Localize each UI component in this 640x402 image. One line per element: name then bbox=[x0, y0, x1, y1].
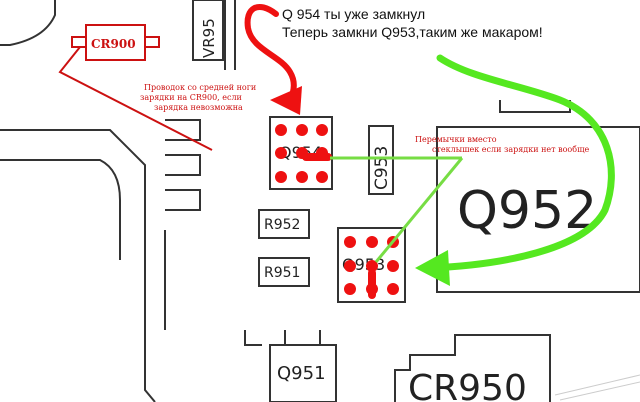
cr900-component: CR900 bbox=[71, 24, 160, 61]
r951-label: R951 bbox=[264, 265, 300, 281]
board-lines bbox=[164, 0, 262, 346]
cr900-note: Проводок со средней ноги зарядки на CR90… bbox=[140, 83, 259, 112]
red-arrow bbox=[244, 4, 297, 103]
cr900-wire bbox=[58, 46, 213, 151]
q953-package bbox=[337, 227, 406, 303]
cr950-label: CR950 bbox=[408, 368, 527, 402]
r952-box bbox=[258, 209, 310, 239]
green-arrow-head bbox=[415, 250, 450, 286]
green-lines bbox=[330, 156, 464, 263]
board-outline bbox=[0, 129, 156, 402]
board-outline-top bbox=[0, 0, 56, 46]
q952-label: Q952 bbox=[457, 181, 597, 241]
connector-comb bbox=[165, 119, 201, 211]
c953-label: C953 bbox=[372, 146, 392, 190]
annotation-line-2: Теперь замкни Q953,таким же макаром! bbox=[282, 24, 543, 40]
c953-package bbox=[368, 125, 394, 195]
q952-package bbox=[436, 126, 640, 293]
green-arrow bbox=[426, 54, 615, 272]
cr950-body bbox=[394, 334, 551, 402]
r951-box bbox=[258, 257, 310, 287]
reflection-lines bbox=[554, 374, 640, 401]
cr900-label: CR900 bbox=[91, 37, 136, 51]
jumper-note: Перемычки вместо стеклышек если зарядки … bbox=[415, 135, 590, 154]
annotation-line-1: Q 954 ты уже замкнул bbox=[282, 6, 426, 22]
vr95-body bbox=[192, 0, 224, 61]
q951-label: Q951 bbox=[277, 363, 326, 384]
red-arrow-head bbox=[270, 86, 302, 115]
q951-package bbox=[269, 344, 337, 402]
r952-label: R952 bbox=[264, 217, 300, 233]
q954-package bbox=[269, 116, 333, 190]
board-outline-mid bbox=[0, 159, 121, 260]
vr95-label: VR95 bbox=[200, 18, 218, 58]
